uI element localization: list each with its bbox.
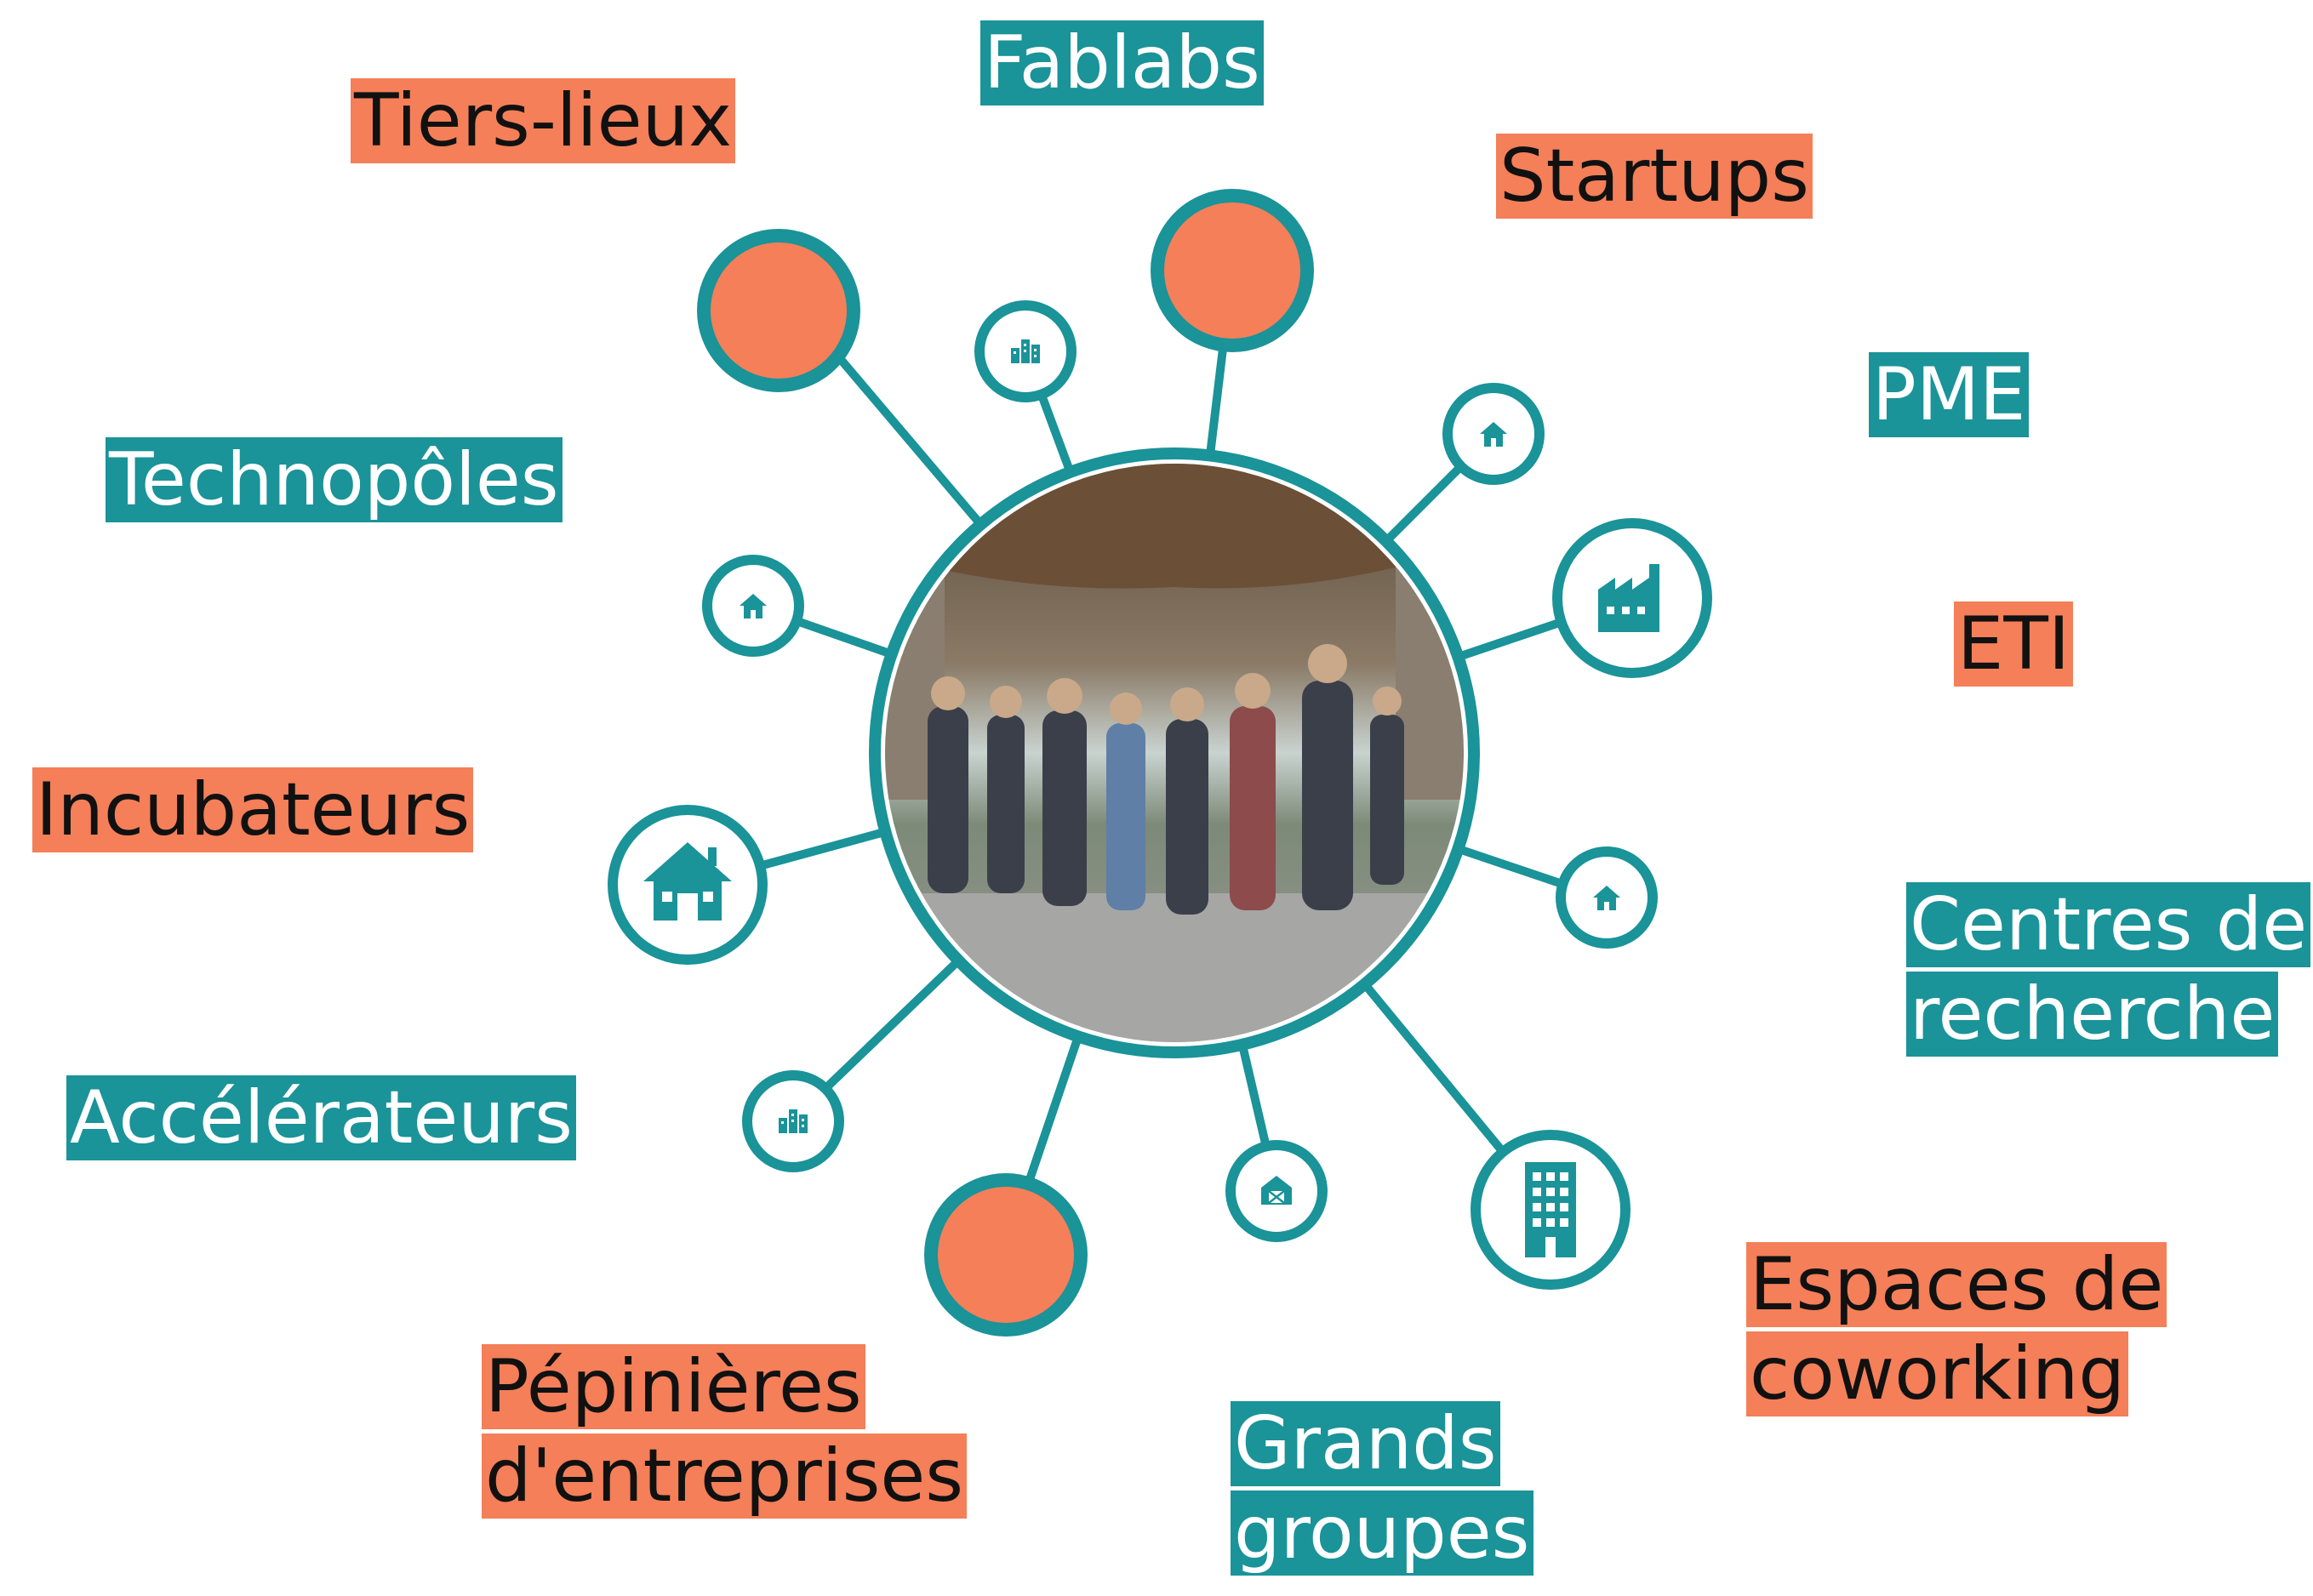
central-photo xyxy=(869,447,1480,1058)
label-technopoles: Technopôles xyxy=(106,436,563,525)
office-building-icon xyxy=(1525,1162,1576,1257)
label-tiers-lieux: Tiers-lieux xyxy=(351,77,735,166)
node-house-large-left xyxy=(608,805,768,965)
node-factory xyxy=(1552,518,1712,678)
node-house-right xyxy=(1556,846,1658,949)
node-office xyxy=(1471,1130,1631,1290)
label-startups: Startups xyxy=(1496,132,1813,221)
node-house-top-right xyxy=(1442,383,1545,485)
node-barn xyxy=(1225,1140,1328,1242)
label-fablabs: Fablabs xyxy=(980,19,1264,108)
node-buildings-top xyxy=(974,300,1077,402)
node-orange-top-left xyxy=(697,229,860,392)
label-pme: PME xyxy=(1869,351,2030,440)
label-accelerateurs: Accélérateurs xyxy=(66,1074,576,1163)
node-orange-bottom xyxy=(924,1173,1088,1337)
label-eti: ETI xyxy=(1954,600,2074,689)
node-buildings-bottom-left xyxy=(742,1070,844,1172)
node-house-left xyxy=(702,555,804,657)
node-orange-top xyxy=(1151,189,1314,352)
label-incubateurs: Incubateurs xyxy=(32,766,474,855)
